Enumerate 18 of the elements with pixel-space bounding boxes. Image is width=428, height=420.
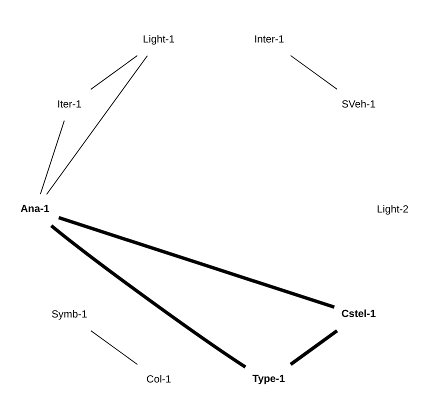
node-text: Light-1 <box>142 34 175 46</box>
node-text: Light-2 <box>376 204 409 216</box>
node-text: Type-1 <box>252 374 286 385</box>
node-text: Symb-1 <box>52 310 88 321</box>
connector <box>50 224 246 369</box>
connector <box>58 216 335 309</box>
connector <box>46 55 148 195</box>
node-text: Cstel-1 <box>341 308 376 320</box>
node-text: SVeh-1 <box>342 100 376 111</box>
node-text: Col-1 <box>146 374 172 386</box>
node-text: Ana-1 <box>20 204 50 215</box>
node-text: Iter-1 <box>57 100 82 111</box>
connector <box>40 120 65 195</box>
connector <box>90 55 138 90</box>
node-text: Inter-1 <box>254 34 284 46</box>
connector <box>290 55 338 90</box>
connector <box>290 329 338 366</box>
connector <box>90 330 138 365</box>
